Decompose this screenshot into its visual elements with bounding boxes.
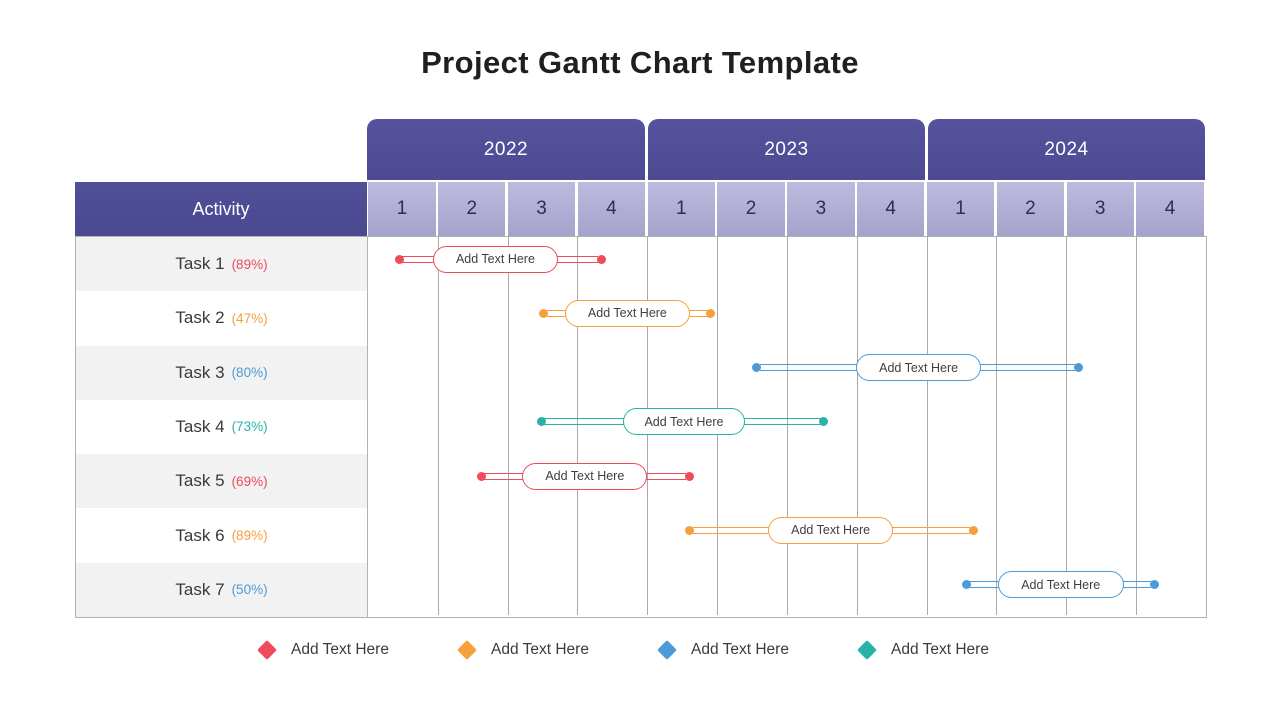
legend-item-label: Add Text Here xyxy=(691,641,789,658)
task-percent-label: (89%) xyxy=(231,528,268,544)
task-name-label: Task 1 xyxy=(175,254,225,274)
bar-end-dot xyxy=(684,471,694,481)
task-row: Task 1 (89%) xyxy=(76,237,367,292)
quarter-gridline xyxy=(786,237,788,615)
bar-line-left xyxy=(402,255,439,263)
task-percent-label: (73%) xyxy=(231,419,268,435)
task-row: Task 4 (73%) xyxy=(76,400,367,454)
legend-item-label: Add Text Here xyxy=(291,641,389,658)
legend-item[interactable]: Add Text Here xyxy=(657,638,789,662)
legend-diamond-icon xyxy=(457,640,477,660)
task-name-label: Task 2 xyxy=(175,308,225,328)
bar-end-dot xyxy=(819,417,829,427)
quarter-header-cell: 2 xyxy=(717,182,785,236)
legend-item[interactable]: Add Text Here xyxy=(857,638,989,662)
year-tab-2022: 2022 xyxy=(367,119,645,180)
gantt-bar-label[interactable]: Add Text Here xyxy=(564,299,690,327)
quarter-header-cell: 1 xyxy=(368,182,436,236)
gantt-bar-label[interactable]: Add Text Here xyxy=(622,408,746,436)
gantt-bar-label[interactable]: Add Text Here xyxy=(768,516,894,544)
task-name-label: Task 4 xyxy=(175,416,225,436)
activity-header: Activity xyxy=(75,182,367,236)
quarter-gridline xyxy=(1136,237,1138,615)
task-column: Task 1 (89%) Task 2 (47%) Task 3 (80%) Task 4 (… xyxy=(76,237,368,617)
task-row: Task 7 (50%) xyxy=(76,562,367,617)
quarter-header-cell: 4 xyxy=(1136,182,1204,236)
bar-start-dot xyxy=(394,254,404,264)
bar-line-right xyxy=(683,309,708,317)
bar-line-left xyxy=(544,418,629,426)
task-name-label: Task 3 xyxy=(175,362,225,382)
bar-end-dot xyxy=(968,525,978,535)
quarter-gridline xyxy=(507,237,509,615)
quarter-gridline xyxy=(1066,237,1068,615)
task-percent-label: (50%) xyxy=(231,582,268,598)
bar-end-dot xyxy=(596,254,606,264)
bar-start-dot xyxy=(476,471,486,481)
bar-line-right xyxy=(975,364,1076,372)
task-percent-label: (47%) xyxy=(231,310,268,326)
task-percent-label: (80%) xyxy=(231,365,268,381)
quarter-header-cell: 2 xyxy=(438,182,506,236)
bar-start-dot xyxy=(536,417,546,427)
bar-line-right xyxy=(551,255,599,263)
quarter-header-cell: 1 xyxy=(647,182,715,236)
legend-item-label: Add Text Here xyxy=(491,641,589,658)
bar-end-dot xyxy=(1149,580,1159,590)
gantt-bar-label[interactable]: Add Text Here xyxy=(997,571,1124,599)
legend-diamond-icon xyxy=(657,640,677,660)
quarter-header-cell: 1 xyxy=(926,182,995,236)
quarter-gridline xyxy=(926,237,928,615)
task-row: Task 5 (69%) xyxy=(76,454,367,509)
bar-line-left xyxy=(546,309,571,317)
bar-line-right xyxy=(641,472,687,480)
bar-end-dot xyxy=(706,308,716,318)
bar-line-left xyxy=(484,472,529,480)
gantt-bar-label[interactable]: Add Text Here xyxy=(856,354,982,382)
quarter-header-cell: 4 xyxy=(577,182,646,236)
bar-line-right xyxy=(739,418,821,426)
quarter-gridline xyxy=(856,237,858,615)
gantt-bar-label[interactable]: Add Text Here xyxy=(432,245,558,273)
bar-start-dot xyxy=(961,580,971,590)
quarter-header-cell: 2 xyxy=(996,182,1065,236)
gantt-bar-label[interactable]: Add Text Here xyxy=(522,462,648,490)
legend-diamond-icon xyxy=(857,640,877,660)
quarter-gridline xyxy=(577,237,579,615)
quarter-gridline xyxy=(996,237,998,615)
bar-line-left xyxy=(692,526,775,534)
year-tab-2023: 2023 xyxy=(648,119,925,180)
task-name-label: Task 5 xyxy=(175,471,225,491)
task-percent-label: (89%) xyxy=(231,256,268,272)
quarter-header-cell: 3 xyxy=(507,182,576,236)
quarter-header-cell: 3 xyxy=(787,182,855,236)
quarter-header-cell: 3 xyxy=(1066,182,1134,236)
bar-line-left xyxy=(969,581,1004,589)
bar-start-dot xyxy=(539,308,549,318)
bar-start-dot xyxy=(684,525,694,535)
legend-item[interactable]: Add Text Here xyxy=(457,638,589,662)
legend-diamond-icon xyxy=(257,640,277,660)
bar-end-dot xyxy=(1073,363,1083,373)
quarter-gridline xyxy=(437,237,439,615)
task-name-label: Task 6 xyxy=(175,525,225,545)
bar-line-left xyxy=(759,364,863,372)
task-row: Task 2 (47%) xyxy=(76,291,367,345)
bar-line-right xyxy=(887,526,971,534)
bar-line-right xyxy=(1117,581,1152,589)
quarter-header-cell: 4 xyxy=(857,182,925,236)
task-row: Task 3 (80%) xyxy=(76,345,367,400)
gantt-body: Task 1 (89%) Task 2 (47%) Task 3 (80%) Task 4 (… xyxy=(75,236,1207,618)
bar-start-dot xyxy=(752,363,762,373)
task-row: Task 6 (89%) xyxy=(76,508,367,562)
task-name-label: Task 7 xyxy=(175,579,225,599)
task-percent-label: (69%) xyxy=(231,473,268,489)
legend-item[interactable]: Add Text Here xyxy=(257,638,389,662)
legend-item-label: Add Text Here xyxy=(891,641,989,658)
year-tab-2024: 2024 xyxy=(928,119,1205,180)
page-title: Project Gantt Chart Template xyxy=(421,45,859,80)
